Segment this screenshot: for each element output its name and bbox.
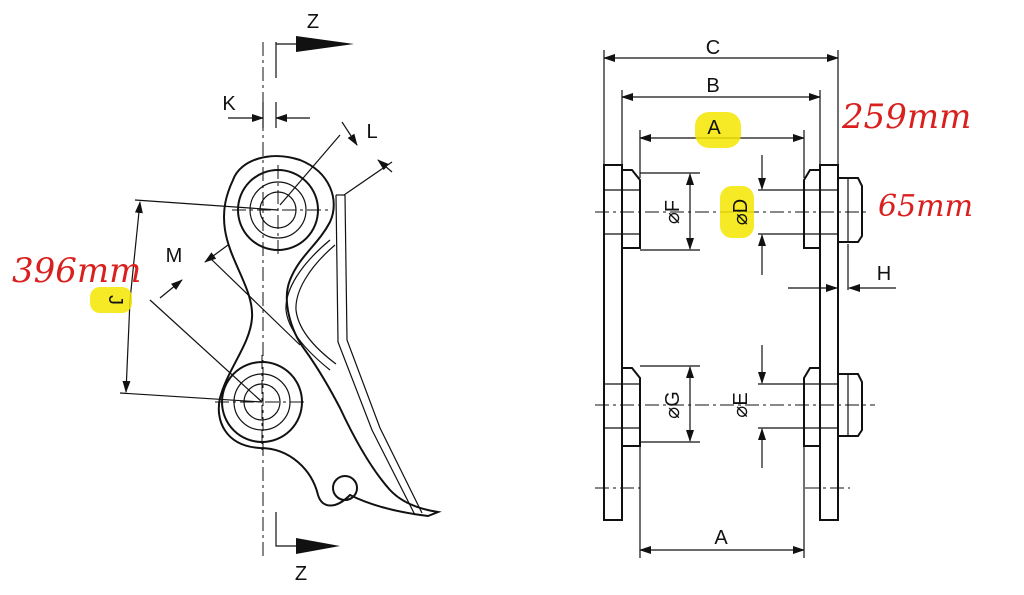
dim-l-label: L	[366, 121, 377, 143]
section-label-top: Z	[307, 11, 319, 33]
top-pin-cap	[837, 177, 863, 243]
section-arrow-top	[296, 36, 354, 52]
bottom-pin-cap	[837, 373, 863, 437]
handwritten-b: 259mm	[841, 97, 971, 137]
dim-k-label: K	[222, 93, 236, 115]
dim-e-label: ⌀E	[730, 392, 752, 417]
bracket-outline	[217, 155, 442, 518]
dim-m-label: M	[166, 245, 183, 267]
side-view: Z Z K L	[12, 11, 442, 585]
highlight-a	[695, 112, 741, 148]
front-view: C B A	[595, 37, 973, 558]
dim-a-bottom-label: A	[714, 527, 728, 549]
dim-c-label: C	[706, 37, 720, 59]
dim-b-label: B	[706, 75, 719, 97]
handwritten-d: 65mm	[878, 189, 973, 224]
right-plate	[819, 164, 839, 521]
dim-a-top-label: A	[707, 117, 721, 139]
highlight-d	[720, 186, 754, 238]
handwritten-j: 396mm	[12, 251, 141, 291]
dim-h-label: H	[877, 263, 891, 285]
dim-d-label: ⌀D	[730, 199, 752, 225]
dim-g-label: ⌀G	[662, 391, 684, 419]
small-hole	[332, 475, 358, 501]
left-plate	[603, 164, 623, 521]
highlight-j	[90, 287, 132, 313]
dim-f-label: ⌀F	[662, 200, 684, 224]
section-label-bottom: Z	[295, 563, 307, 585]
dim-j-label: J	[104, 295, 126, 305]
section-arrow-bottom	[296, 538, 340, 554]
